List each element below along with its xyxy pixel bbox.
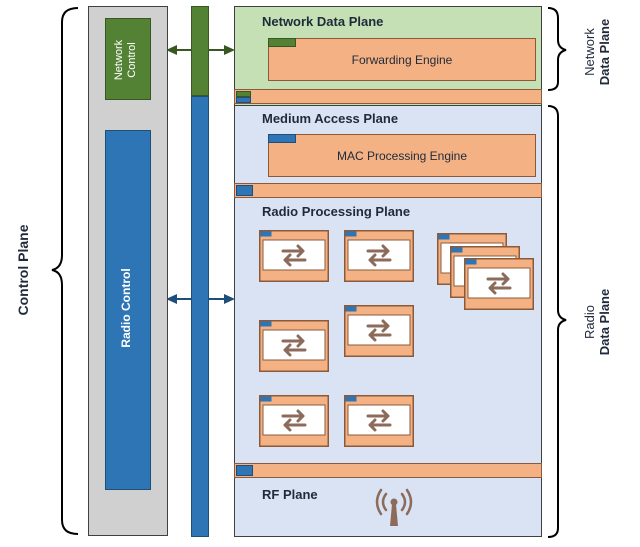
swap-arrows-icon <box>281 334 307 357</box>
mac-processing-engine: MAC Processing Engine <box>268 134 536 177</box>
forwarding-engine-tab <box>268 38 296 47</box>
radio-processing-block <box>344 395 414 447</box>
swap-arrows-icon <box>366 409 392 432</box>
radio-brace <box>547 105 567 538</box>
medium-access-plane-title: Medium Access Plane <box>262 111 399 126</box>
radio-processing-plane-title: Radio Processing Plane <box>262 204 411 219</box>
interface-bar-blue <box>191 96 209 537</box>
mac-engine-tab <box>268 134 296 143</box>
radio-control-box <box>105 130 151 490</box>
network-data-plane-title: Network Data Plane <box>262 14 384 29</box>
radio-control-label: Radio Control <box>119 268 133 348</box>
radio-processing-block <box>344 305 414 357</box>
rf-plane-bar <box>234 463 542 478</box>
rf-plane-bar-tab <box>236 465 253 476</box>
antenna-icon <box>375 488 413 526</box>
swap-arrows-icon <box>281 409 307 432</box>
swap-arrows-icon <box>281 244 307 267</box>
radio-processing-block <box>344 230 414 282</box>
swap-arrows-icon <box>486 272 512 295</box>
control-plane-label: Control Plane <box>15 224 31 316</box>
radio-processing-block <box>464 258 534 310</box>
radio-processing-block <box>259 320 329 372</box>
control-plane-brace <box>51 7 79 535</box>
forwarding-engine: Forwarding Engine <box>268 38 536 81</box>
swap-arrows-icon <box>366 319 392 342</box>
mac-plane-bar-tab <box>236 185 253 196</box>
mac-plane-bar <box>234 183 542 198</box>
network-plane-bar-tab-blue <box>236 97 251 103</box>
rf-plane-title: RF Plane <box>262 487 318 502</box>
network-plane-bar-tab <box>236 91 251 97</box>
radio-processing-block <box>259 230 329 282</box>
network-control-box <box>105 18 151 100</box>
radio-processing-block <box>259 395 329 447</box>
swap-arrows-icon <box>366 244 392 267</box>
interface-bar-green <box>191 6 209 96</box>
network-plane-bar <box>234 89 542 104</box>
network-brace <box>547 7 567 91</box>
